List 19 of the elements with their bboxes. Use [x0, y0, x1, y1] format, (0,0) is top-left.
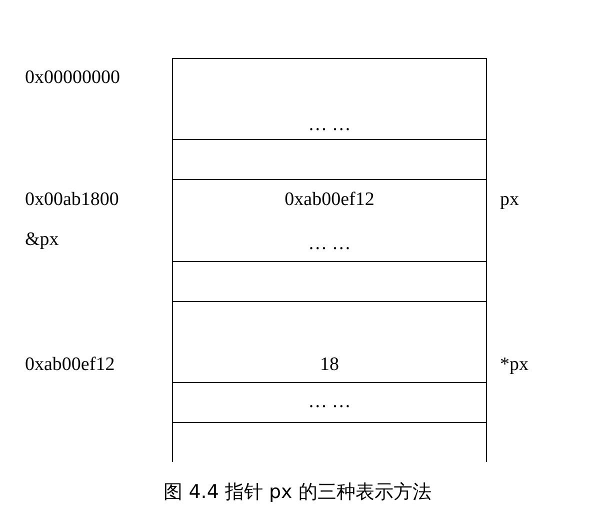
- memory-cell: [172, 383, 487, 423]
- memory-cell: [172, 423, 487, 462]
- memory-cell: [172, 58, 487, 140]
- cell-value: … …: [308, 233, 351, 255]
- address-label: 0xab00ef12: [25, 354, 115, 376]
- variable-label: px: [500, 189, 519, 211]
- cell-value: … …: [308, 391, 351, 413]
- cell-value: … …: [308, 114, 351, 136]
- memory-cell: [172, 302, 487, 383]
- figure-caption: 图 4.4 指针 px 的三种表示方法: [164, 481, 432, 503]
- cell-value: 0xab00ef12: [284, 189, 374, 211]
- address-label: &px: [25, 229, 59, 251]
- address-label: 0x00000000: [25, 67, 120, 89]
- cell-value: 18: [320, 354, 339, 376]
- memory-cell: [172, 140, 487, 180]
- memory-cell: [172, 180, 487, 262]
- variable-label: *px: [500, 354, 528, 376]
- address-label: 0x00ab1800: [25, 189, 119, 211]
- memory-cell: [172, 262, 487, 302]
